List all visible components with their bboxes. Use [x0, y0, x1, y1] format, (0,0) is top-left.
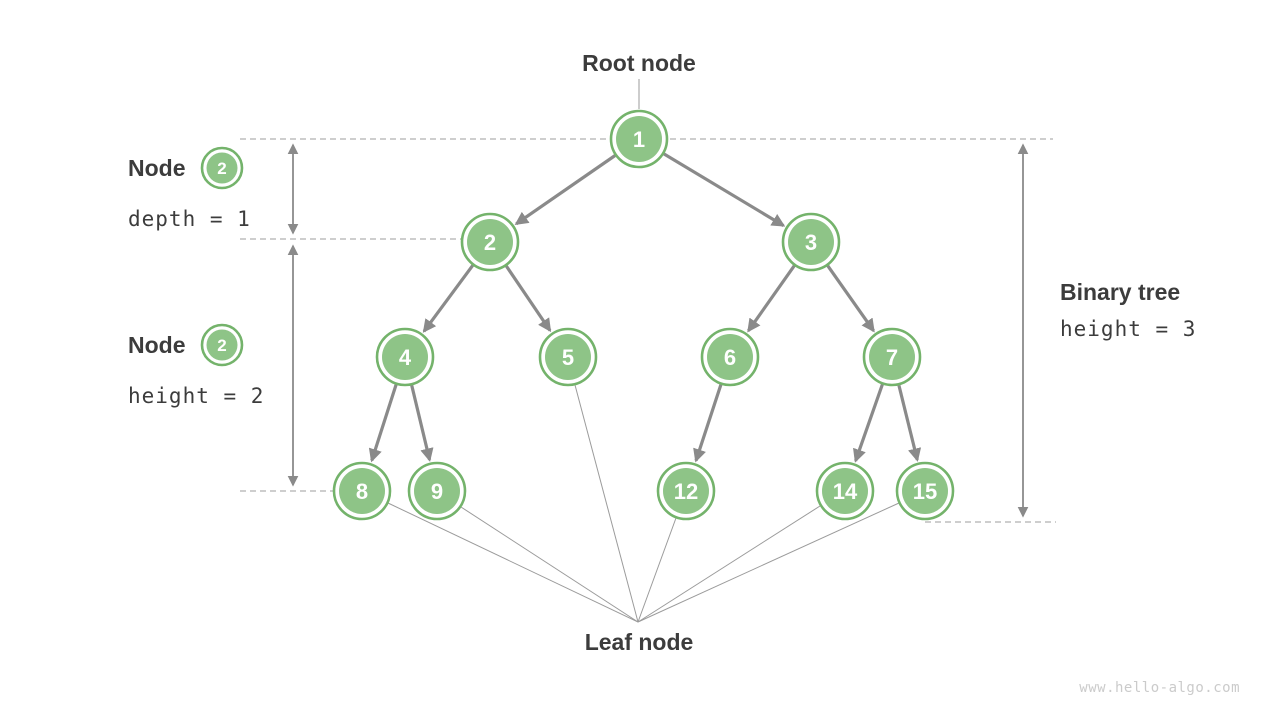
badge-value: 2 — [217, 336, 226, 355]
node-value: 7 — [886, 345, 898, 370]
tree-node-4: 4 — [375, 327, 435, 387]
node-depth-badge: 2 — [200, 146, 244, 190]
edge-4-8 — [368, 384, 398, 463]
tree-node-12: 12 — [656, 461, 716, 521]
node-value: 12 — [674, 479, 698, 504]
tree-node-7: 7 — [862, 327, 922, 387]
node-value: 6 — [724, 345, 736, 370]
leaf-pointer-line-15 — [637, 502, 900, 623]
root-node-label: Root node — [582, 50, 696, 76]
node-value: 3 — [805, 230, 817, 255]
leaf-pointer-line-5 — [574, 384, 639, 623]
node-value: 8 — [356, 479, 368, 504]
edge-2-5 — [504, 265, 552, 333]
tree-node-6: 6 — [700, 327, 760, 387]
edge-2-4 — [422, 264, 475, 333]
edge-6-12 — [693, 384, 723, 463]
tree-node-3: 3 — [781, 212, 841, 272]
tree-node-1: 1 — [609, 109, 669, 169]
edge-3-6 — [747, 264, 796, 333]
edge-1-3 — [663, 152, 786, 227]
node-value: 5 — [562, 345, 574, 370]
node-depth-title: Node — [128, 155, 186, 181]
edge-3-7 — [826, 264, 875, 333]
node-height-value: height = 2 — [128, 384, 264, 408]
tree-node-8: 8 — [332, 461, 392, 521]
node-value: 1 — [633, 127, 645, 152]
node-value: 15 — [913, 479, 937, 504]
node-value: 9 — [431, 479, 443, 504]
tree-node-2: 2 — [460, 212, 520, 272]
tree-node-14: 14 — [815, 461, 875, 521]
node-height-annotation: Node 2 height = 2 — [128, 323, 264, 408]
leaf-pointer-line-14 — [637, 505, 821, 623]
leaf-pointer-line-12 — [637, 517, 677, 623]
edge-7-15 — [897, 384, 922, 462]
node-value: 4 — [399, 345, 412, 370]
leaf-node-label: Leaf node — [585, 629, 694, 655]
tree-height-annotation: Binary tree height = 3 — [1060, 279, 1196, 341]
node-depth-value: depth = 1 — [128, 207, 251, 231]
edge-1-2 — [514, 154, 617, 226]
tree-height-value: height = 3 — [1060, 317, 1196, 341]
node-height-badge: 2 — [200, 323, 244, 367]
leaf-pointer-line-8 — [387, 502, 639, 623]
node-depth-annotation: Node 2 depth = 1 — [128, 146, 251, 231]
badge-value: 2 — [217, 159, 226, 178]
tree-height-title: Binary tree — [1060, 279, 1180, 305]
tree-node-5: 5 — [538, 327, 598, 387]
node-value: 14 — [833, 479, 858, 504]
node-height-title: Node — [128, 332, 186, 358]
tree-node-15: 15 — [895, 461, 955, 521]
node-value: 2 — [484, 230, 496, 255]
tree-node-9: 9 — [407, 461, 467, 521]
leaf-pointer-line-9 — [460, 506, 639, 623]
watermark-url: www.hello-algo.com — [1079, 680, 1240, 696]
edge-4-9 — [410, 384, 434, 462]
edge-7-14 — [853, 383, 884, 463]
